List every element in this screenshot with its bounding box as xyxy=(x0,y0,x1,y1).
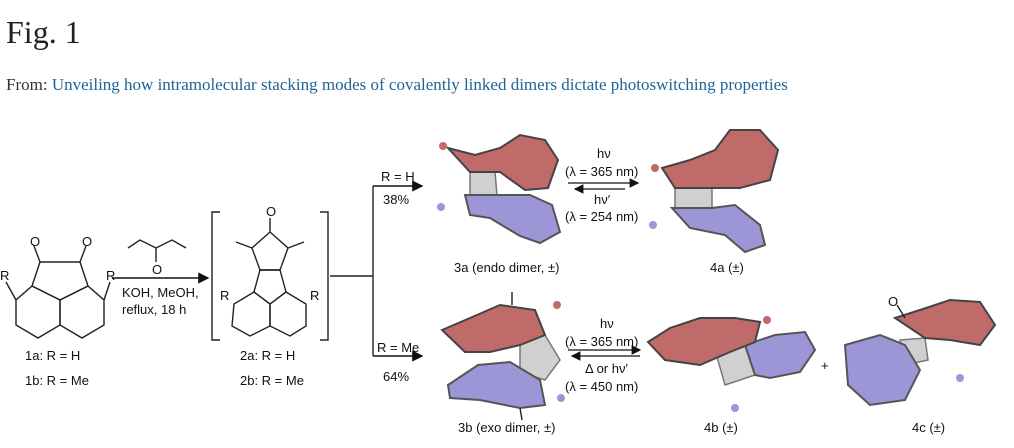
bracket-left xyxy=(211,211,220,341)
reagent-ketone xyxy=(127,239,187,262)
compound-1b-label: 1b: R = Me xyxy=(25,373,89,388)
r-label: R xyxy=(106,268,115,283)
r-label: R xyxy=(0,268,9,283)
r-label: R xyxy=(310,288,319,303)
from-label: From: xyxy=(6,75,48,94)
compound-4c-label: 4c (±) xyxy=(912,420,945,435)
r-label: R xyxy=(220,288,229,303)
compound-2b-label: 2b: R = Me xyxy=(240,373,304,388)
o-label: O xyxy=(152,262,162,277)
branch-top-yield: 38% xyxy=(383,192,409,207)
structure-1 xyxy=(5,245,111,339)
compound-3b-label: 3b (exo dimer, ±) xyxy=(458,420,555,435)
compound-3a-label: 3a (endo dimer, ±) xyxy=(454,260,559,275)
conditions-line-2: reflux, 18 h xyxy=(122,302,186,317)
plus-sign: + xyxy=(821,358,829,373)
bottom-forward-label: hν xyxy=(600,316,614,331)
article-link[interactable]: Unveiling how intramolecular stacking mo… xyxy=(51,75,788,94)
conditions-line-1: KOH, MeOH, xyxy=(122,285,199,300)
structure-4c xyxy=(843,298,997,407)
structure-3b xyxy=(440,292,565,421)
figure-title: Fig. 1 xyxy=(6,14,81,50)
source-line: From: Unveiling how intramolecular stack… xyxy=(6,75,788,95)
bracket-right xyxy=(320,211,329,341)
o-label: O xyxy=(82,234,92,249)
compound-1a-label: 1a: R = H xyxy=(25,348,80,363)
top-forward-wavelength: (λ = 365 nm) xyxy=(565,164,638,179)
structure-4b xyxy=(646,316,817,412)
top-reverse-label: hν′ xyxy=(594,192,611,207)
branch-top-label: R = H xyxy=(381,169,415,184)
branch-lines xyxy=(330,186,374,356)
structure-2 xyxy=(231,218,307,337)
compound-4b-label: 4b (±) xyxy=(704,420,738,435)
bottom-forward-wavelength: (λ = 365 nm) xyxy=(565,334,638,349)
structure-4a xyxy=(649,129,780,254)
o-label: O xyxy=(888,294,898,309)
branch-bottom-label: R = Me xyxy=(377,340,419,355)
top-forward-label: hν xyxy=(597,146,611,161)
reaction-scheme: O O R R 1a: R = H 1b: R = Me O KOH, MeOH… xyxy=(0,129,997,435)
compound-2a-label: 2a: R = H xyxy=(240,348,295,363)
compound-4a-label: 4a (±) xyxy=(710,260,744,275)
branch-bottom-yield: 64% xyxy=(383,369,409,384)
top-reverse-wavelength: (λ = 254 nm) xyxy=(565,209,638,224)
bottom-reverse-label: Δ or hν′ xyxy=(585,361,628,376)
o-label: O xyxy=(30,234,40,249)
bottom-reverse-wavelength: (λ = 450 nm) xyxy=(565,379,638,394)
o-label: O xyxy=(266,204,276,219)
structure-3a xyxy=(437,133,562,245)
